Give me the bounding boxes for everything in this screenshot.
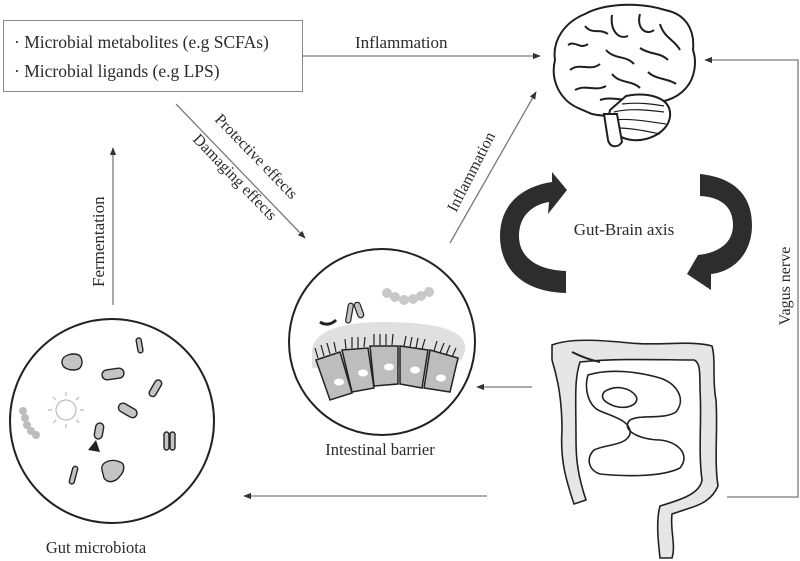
cycle-arrow-left-icon (500, 172, 567, 293)
source-box: · Microbial metabolites (e.g SCFAs) · Mi… (3, 20, 303, 92)
gut-microbiota: Gut microbiota (9, 318, 215, 557)
microvilli (314, 333, 457, 359)
cocci-chain (19, 407, 40, 439)
intestinal-barrier: Intestinal barrier (288, 248, 476, 459)
gut-brain-axis-label: Gut-Brain axis (574, 220, 675, 239)
gut-brain-cycle: Gut-Brain axis (500, 172, 752, 293)
arrow-fermentation: Fermentation (89, 147, 117, 305)
virus-icon (48, 392, 84, 428)
arrow-line (449, 91, 537, 244)
microbiota-circle (9, 318, 215, 524)
vagus-nerve-label: Vagus nerve (777, 247, 794, 326)
fermentation-label: Fermentation (89, 196, 108, 287)
microbes (61, 337, 176, 485)
phage-icon (88, 440, 100, 452)
arrow-line (175, 103, 306, 239)
arrow-line (704, 56, 799, 498)
ligands-item: · Microbial ligands (e.g LPS) (14, 61, 220, 81)
intestinal-barrier-label: Intestinal barrier (325, 440, 435, 459)
gut-microbiota-label: Gut microbiota (46, 538, 147, 557)
inflammation-label-top: Inflammation (355, 33, 448, 52)
intestines-icon (551, 339, 719, 559)
brain-icon (552, 3, 696, 148)
barrier-bacteria (319, 301, 365, 326)
arrow-box-to-brain: Inflammation (303, 33, 541, 60)
metabolites-item: · Microbial metabolites (e.g SCFAs) (14, 32, 269, 52)
epithelial-cells (315, 345, 459, 401)
barrier-cocci-chain (382, 287, 434, 305)
arrow-vagus-nerve: Vagus nerve (704, 56, 799, 498)
cycle-arrow-right-icon (687, 174, 752, 290)
arrow-box-to-barrier: Protective effects Damaging effects (175, 103, 306, 239)
cell-nuclei (334, 363, 446, 386)
